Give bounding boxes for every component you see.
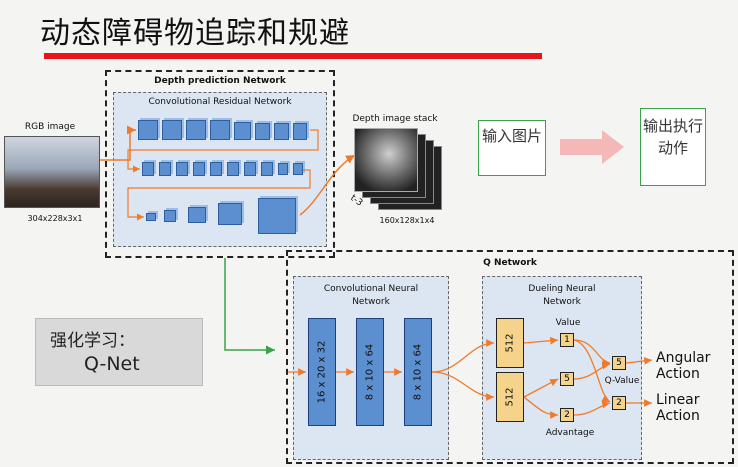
depth-frame-1: [354, 128, 418, 192]
rl-label: 强化学习：: [50, 331, 135, 351]
conv-layer-2: 8 x 10 x 64: [356, 318, 384, 426]
depth-stack-label: Depth image stack: [352, 114, 438, 124]
advantage-label: Advantage: [545, 428, 595, 438]
fc-value-layer: 512: [496, 318, 524, 368]
title-underline: [44, 53, 542, 59]
qvalue-node-2: 2: [612, 396, 626, 410]
q-network: Q Network: [286, 250, 734, 464]
value-label: Value: [555, 318, 581, 328]
page-title: 动态障碍物追踪和规避: [40, 16, 350, 51]
qvalue-node-5: 5: [612, 356, 626, 370]
rgb-dims-label: 304x228x3x1: [27, 214, 83, 223]
output-action-box: 输出执行动作: [640, 108, 706, 186]
advantage-node-5: 5: [560, 372, 574, 386]
linear-action-label: Linear Action: [656, 392, 700, 424]
q-network-title: Q Network: [483, 258, 537, 268]
depth-stack-dims: 160x128x1x4: [379, 216, 435, 225]
process-arrow: [560, 130, 624, 164]
conv-layer-3: 8 x 10 x 64: [404, 318, 432, 426]
input-image-box: 输入图片: [478, 120, 546, 176]
cnn-title: Convolutional Neural Network: [323, 284, 419, 307]
rgb-image: [4, 136, 100, 208]
rgb-image-label: RGB image: [24, 122, 76, 132]
conv-layer-1: 16 x 20 x 32: [308, 318, 336, 426]
angular-action-label: Angular Action: [656, 350, 711, 382]
residual-network-title: Convolutional Residual Network: [148, 97, 292, 107]
depth-prediction-network: Depth prediction Network: [105, 70, 335, 258]
fc-advantage-layer: 512: [496, 372, 524, 422]
value-node: 1: [560, 333, 574, 347]
qvalue-label: Q-Value: [604, 376, 640, 386]
rl-qnet-box: 强化学习： Q-Net: [35, 318, 203, 386]
depth-network-title: Depth prediction Network: [154, 76, 286, 86]
dueling-title: Dueling Neural Network: [528, 284, 596, 307]
advantage-node-2: 2: [560, 408, 574, 422]
qnet-label: Q-Net: [84, 353, 140, 375]
